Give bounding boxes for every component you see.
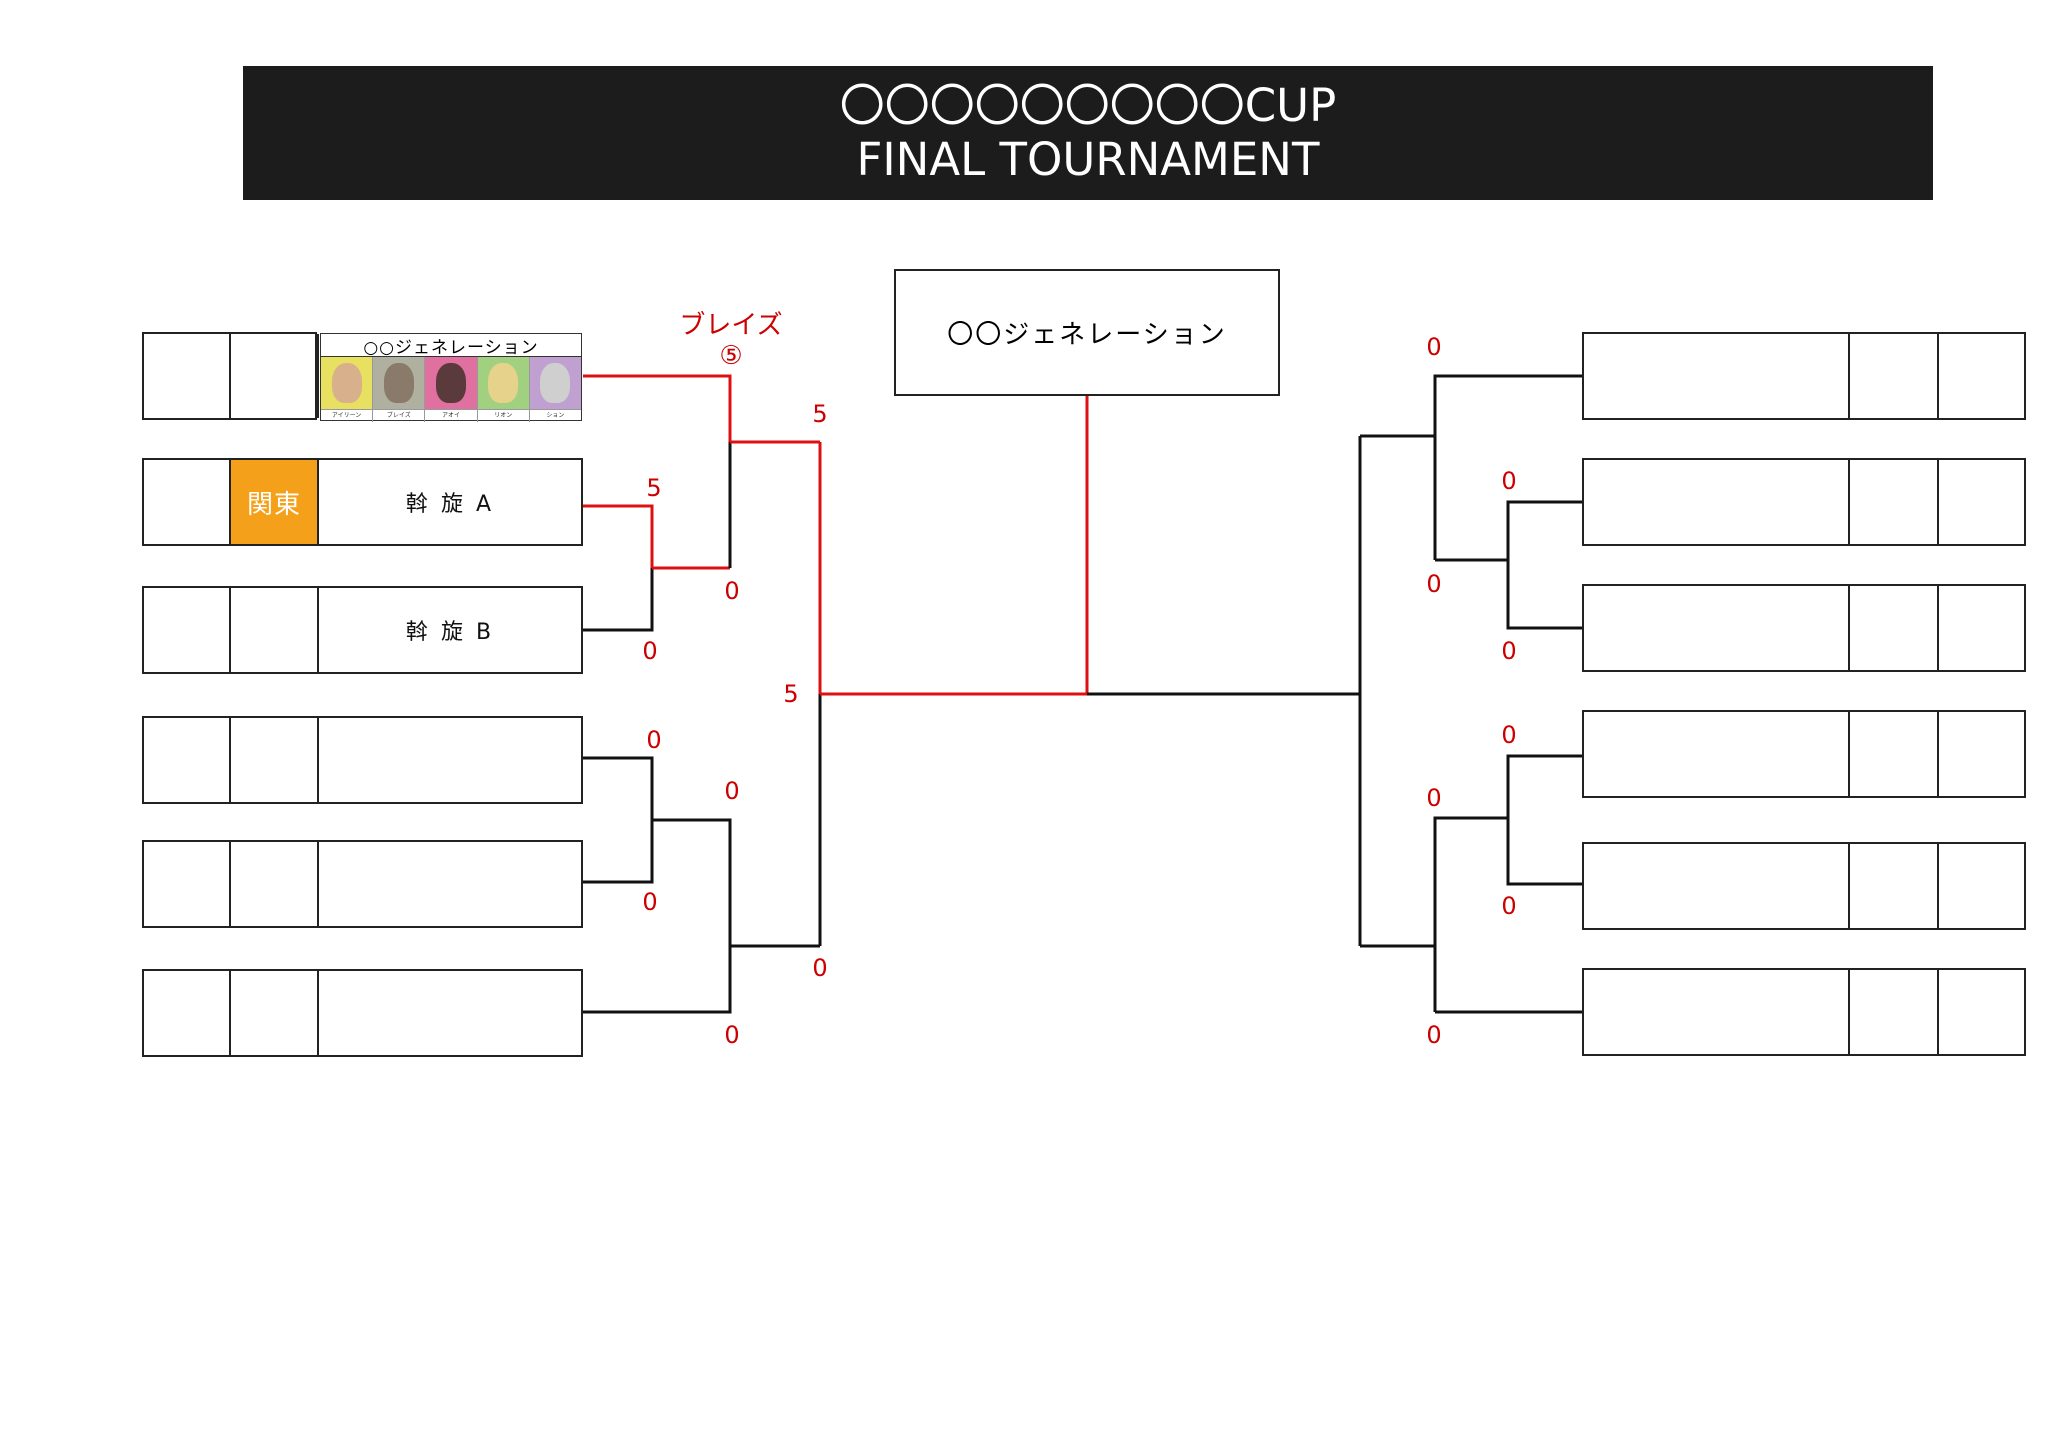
region-cell <box>231 334 319 418</box>
seed-cell <box>144 842 231 926</box>
line-r3 <box>1508 564 1583 628</box>
region-cell <box>1850 460 1939 544</box>
seed-cell <box>144 460 231 544</box>
team-cell <box>1584 712 1850 796</box>
face-shape <box>540 363 570 403</box>
region-cell <box>1850 970 1939 1054</box>
member-portrait <box>373 357 425 409</box>
team-card-title: ○○ジェネレーション <box>321 334 581 357</box>
left-entry-3[interactable]: 斡 旋 B <box>142 586 583 674</box>
team-cell <box>1584 586 1850 670</box>
face-shape <box>332 363 362 403</box>
score: 0 <box>642 888 657 916</box>
line-m2-out <box>652 820 730 946</box>
left-entry-5[interactable] <box>142 840 583 928</box>
mvp-name: ブレイズ <box>679 305 782 342</box>
left-entry-1[interactable] <box>142 332 317 420</box>
member-name: ブレイズ <box>373 410 425 422</box>
seed-cell <box>144 588 231 672</box>
member-names: アイリーン ブレイズ アオイ リオン ション <box>321 409 581 422</box>
member-portrait <box>321 357 373 409</box>
score: 0 <box>724 1021 739 1049</box>
score: 0 <box>1426 1021 1441 1049</box>
member-portrait <box>530 357 581 409</box>
team-name: 斡 旋 B <box>319 588 581 672</box>
member-portrait <box>425 357 477 409</box>
region-cell <box>1850 586 1939 670</box>
face-shape <box>488 363 518 403</box>
score: 5 <box>812 400 827 428</box>
member-name: リオン <box>478 410 530 422</box>
line-r5 <box>1508 818 1583 884</box>
face-shape <box>436 363 466 403</box>
line-r4 <box>1508 756 1583 818</box>
team-card[interactable]: ○○ジェネレーション アイリーン ブレイズ アオイ リオン ション <box>320 333 582 421</box>
line-l1 <box>583 376 730 442</box>
team-name: 斡 旋 A <box>319 460 581 544</box>
score: 0 <box>1426 570 1441 598</box>
region-cell <box>1850 334 1939 418</box>
score: 5 <box>783 680 798 708</box>
left-entry-4[interactable] <box>142 716 583 804</box>
member-portraits <box>321 357 581 409</box>
score: 0 <box>1501 892 1516 920</box>
line-l6 <box>580 946 730 1012</box>
score: 0 <box>1501 637 1516 665</box>
region-cell <box>231 971 319 1055</box>
right-entry-6[interactable] <box>1582 968 2026 1056</box>
score: 0 <box>1426 784 1441 812</box>
region-badge: 関東 <box>231 460 319 544</box>
score: 0 <box>1426 333 1441 361</box>
face-shape <box>384 363 414 403</box>
score: 0 <box>642 637 657 665</box>
region-cell <box>1850 844 1939 928</box>
team-cell <box>1584 970 1850 1054</box>
score: 0 <box>812 954 827 982</box>
seed-cell <box>144 718 231 802</box>
region-cell <box>231 588 319 672</box>
line-l5 <box>580 820 652 882</box>
member-name: ション <box>530 410 581 422</box>
member-name: アオイ <box>425 410 477 422</box>
seed-cell <box>144 971 231 1055</box>
score: 0 <box>724 577 739 605</box>
right-entry-1[interactable] <box>1582 332 2026 420</box>
score: 0 <box>724 777 739 805</box>
line-rm2-out <box>1435 818 1508 1012</box>
score: 0 <box>1501 467 1516 495</box>
line-r2 <box>1508 502 1583 564</box>
score: 0 <box>1501 721 1516 749</box>
left-entry-2[interactable]: 関東 斡 旋 A <box>142 458 583 546</box>
region-cell <box>1850 712 1939 796</box>
mvp-number: ⑤ <box>719 341 742 371</box>
seed-cell <box>144 334 231 418</box>
line-l3 <box>580 568 652 630</box>
team-cell <box>1584 460 1850 544</box>
region-cell <box>231 842 319 926</box>
score: 0 <box>646 726 661 754</box>
right-entry-3[interactable] <box>1582 584 2026 672</box>
team-cell <box>1584 334 1850 418</box>
right-entry-5[interactable] <box>1582 842 2026 930</box>
region-cell <box>231 718 319 802</box>
member-portrait <box>478 357 530 409</box>
line-l4 <box>580 758 652 820</box>
line-l2 <box>580 506 652 568</box>
member-name: アイリーン <box>321 410 373 422</box>
champion-box: 〇〇ジェネレーション <box>894 269 1280 396</box>
score: 5 <box>646 474 661 502</box>
right-entry-4[interactable] <box>1582 710 2026 798</box>
team-cell <box>1584 844 1850 928</box>
left-entry-6[interactable] <box>142 969 583 1057</box>
right-entry-2[interactable] <box>1582 458 2026 546</box>
